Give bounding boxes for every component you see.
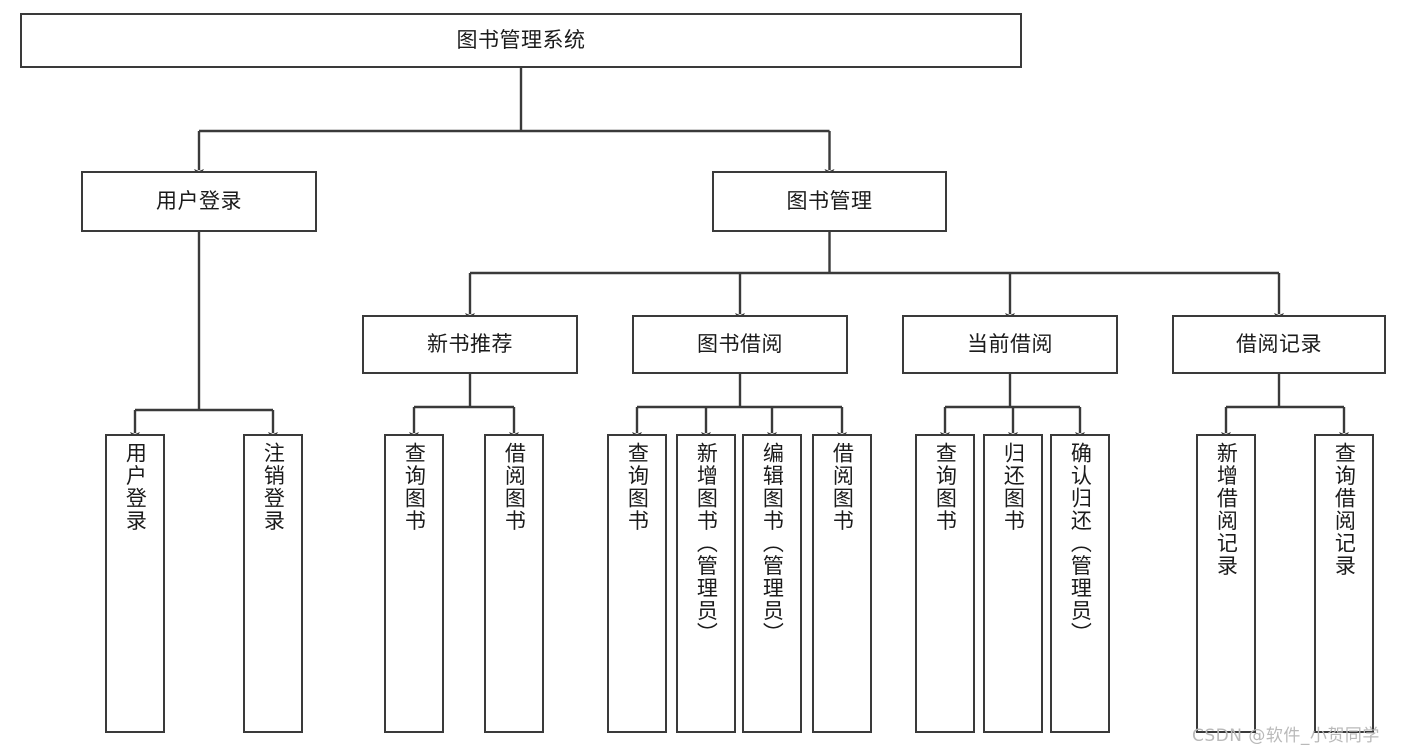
node-label: 查询图书: [625, 442, 650, 532]
node-label: 图书管理系统: [456, 28, 586, 53]
node-leaf-user-login: 用户登录: [105, 434, 165, 733]
node-leaf-query-borrow-record: 查询借阅记录: [1314, 434, 1374, 733]
node-label: 图书借阅: [697, 332, 783, 357]
node-leaf-borrow-book-recommend: 借阅图书: [484, 434, 544, 733]
node-label: 注销登录: [261, 442, 286, 532]
connector-group: [130, 68, 1349, 441]
node-leaf-query-book-borrow: 查询图书: [607, 434, 667, 733]
node-label: 编辑图书（管理员）: [760, 442, 785, 645]
node-leaf-query-book-current: 查询图书: [915, 434, 975, 733]
node-label: 确认归还（管理员）: [1068, 442, 1093, 645]
node-leaf-query-book-recommend: 查询图书: [384, 434, 444, 733]
node-label: 借阅记录: [1236, 332, 1322, 357]
node-leaf-add-book: 新增图书（管理员）: [676, 434, 736, 733]
node-book-manage: 图书管理: [712, 171, 947, 232]
node-leaf-add-borrow-record: 新增借阅记录: [1196, 434, 1256, 733]
node-leaf-user-logout: 注销登录: [243, 434, 303, 733]
node-label: 用户登录: [123, 442, 148, 532]
node-label: 借阅图书: [502, 442, 527, 532]
node-label: 查询借阅记录: [1332, 442, 1357, 577]
node-leaf-edit-book: 编辑图书（管理员）: [742, 434, 802, 733]
node-label: 归还图书: [1001, 442, 1026, 532]
node-book-borrow: 图书借阅: [632, 315, 848, 374]
node-label: 当前借阅: [967, 332, 1053, 357]
node-label: 查询图书: [402, 442, 427, 532]
node-label: 查询图书: [933, 442, 958, 532]
node-label: 新增借阅记录: [1214, 442, 1239, 577]
node-current-borrow: 当前借阅: [902, 315, 1118, 374]
node-borrow-record: 借阅记录: [1172, 315, 1386, 374]
node-leaf-return-book: 归还图书: [983, 434, 1043, 733]
node-label: 图书管理: [786, 189, 873, 214]
node-label: 新增图书（管理员）: [694, 442, 719, 645]
node-label: 用户登录: [156, 189, 242, 214]
node-new-book-recommend: 新书推荐: [362, 315, 578, 374]
node-leaf-confirm-return: 确认归还（管理员）: [1050, 434, 1110, 733]
node-root: 图书管理系统: [20, 13, 1022, 68]
node-leaf-borrow-book: 借阅图书: [812, 434, 872, 733]
node-label: 借阅图书: [830, 442, 855, 532]
node-user-login: 用户登录: [81, 171, 317, 232]
node-label: 新书推荐: [427, 332, 513, 357]
